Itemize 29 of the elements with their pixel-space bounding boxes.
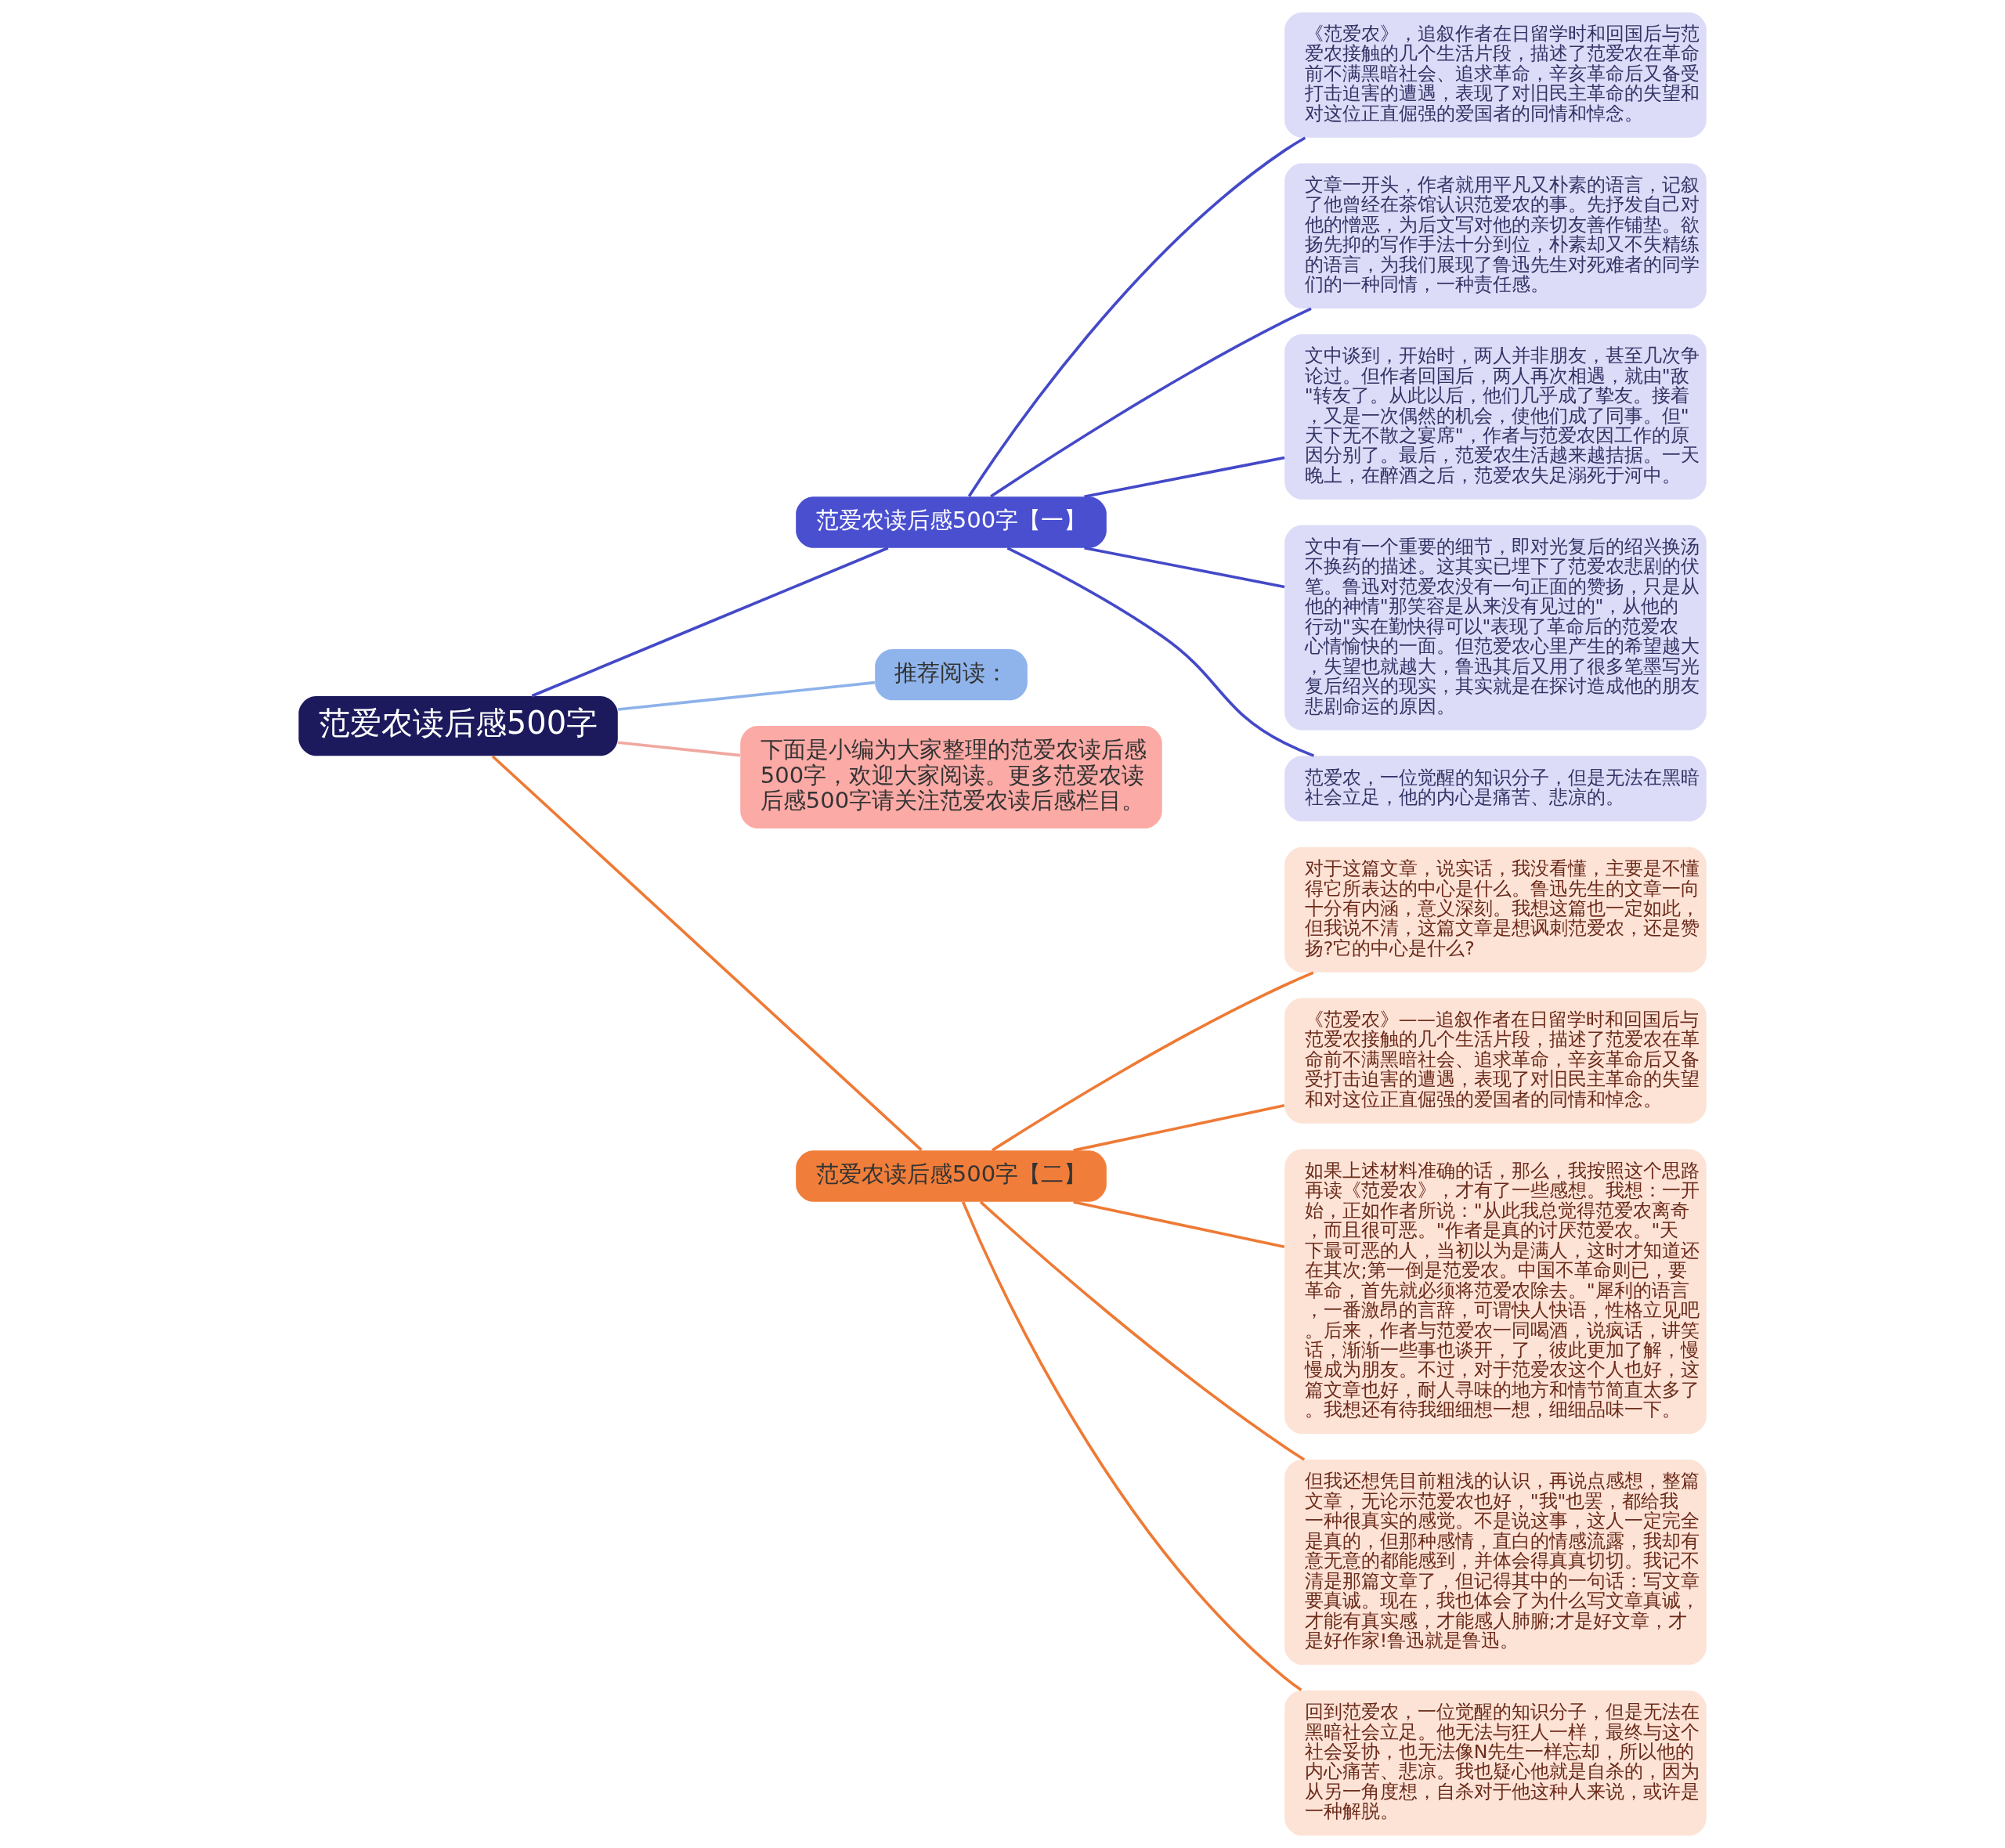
- connector: [618, 741, 741, 757]
- connector: [1006, 547, 1315, 757]
- connector: [992, 971, 1314, 1152]
- node-box: 《范爱农》——追叙作者在日留学时和回国后与范爱农接触的几个生活片段，描述了范爱农在革命前不满黑暗社会、追求革命，辛亥革命后又备受打击迫害的遭遇，表现了对旧民主革命的失望和对这位正直倔强的爱国者的同情和悼念。: [1284, 998, 1707, 1124]
- connector: [491, 755, 923, 1152]
- connector: [961, 1201, 1302, 1691]
- connector: [1073, 1200, 1285, 1249]
- node-box: 但我还想凭目前粗浅的认识，再说点感想，整篇文章，无论示范爱农也好，"我"也罢，都给我一种很真实的感觉。不是说这事，这人一定完全是真的，但那种感情，直白的情感流露，我却有意无意的都能感到，并体会得真真切切。我记不清是那篇文章了，但记得其中的一句话：写文章要真诚。现在，我也体会了为什么写文章真诚，才能有真实感，才能感人肺腑;才是好文章，才是好作家!鲁迅就是鲁迅。: [1284, 1460, 1707, 1665]
- connector: [967, 136, 1306, 497]
- node-box: 下面是小编为大家整理的范爱农读后感500字，欢迎大家阅读。更多范爱农读后感500字请关注范爱农读后感栏目。: [740, 726, 1162, 829]
- node-box: 范爱农读后感500字【二】: [796, 1150, 1107, 1202]
- connector: [531, 547, 889, 698]
- node-box: 对于这篇文章，说实话，我没看懂，主要是不懂得它所表达的中心是什么。鲁迅先生的文章一向十分有内涵，意义深刻。我想这篇也一定如此，但我说不清，这篇文章是想讽刺范爱农，还是赞扬?它的中心是什么?: [1284, 846, 1707, 973]
- node-box: 文中谈到，开始时，两人并非朋友，甚至几次争论过。但作者回国后，两人再次相遇，就由"敌"转友了。从此以后，他们几乎成了挚友。接着，又是一次偶然的机会，使他们成了同事。但"天下无不散之宴席"，作者与范爱农因工作的原因分别了。最后，范爱农生活越来越拮据。一天晚上，在醉酒之后，范爱农失足溺死于河中。: [1284, 334, 1707, 500]
- node-box: 文章一开头，作者就用平凡又朴素的语言，记叙了他曾经在茶馆认识范爱农的事。先抒发自己对他的憎恶，为后文写对他的亲切友善作铺垫。欲扬先抑的写作手法十分到位，朴素却又不失精练的语言，为我们展现了鲁迅先生对死难者的同学们的一种同情，一种责任感。: [1284, 163, 1707, 309]
- node-box: 《范爱农》，追叙作者在日留学时和回国后与范爱农接触的几个生活片段，描述了范爱农在革命前不满黑暗社会、追求革命，辛亥革命后又备受打击迫害的遭遇，表现了对旧民主革命的失望和对这位正直倔强的爱国者的同情和悼念。: [1284, 12, 1707, 138]
- node-box: 范爱农，一位觉醒的知识分子，但是无法在黑暗社会立足，他的内心是痛苦、悲凉的。: [1284, 756, 1707, 821]
- node-box: 范爱农读后感500字: [298, 695, 618, 756]
- node-box: 如果上述材料准确的话，那么，我按照这个思路再读《范爱农》，才有了一些感想。我想：一开始，正如作者所说："从此我总觉得范爱农离奇，而且很可恶。"作者是真的讨厌范爱农。"天下最可恶的人，当初以为是满人，这时才知道还在其次;第一倒是范爱农。中国不革命则已，要革命，首先就必须将范爱农除去。"犀利的语言，一番激昂的言辞，可谓快人快语，性格立见吧。后来，作者与范爱农一同喝酒，说疯话，讲笑话，渐渐一些事也谈开，了，彼此更加了解，慢慢成为朋友。不过，对于范爱农这个人也好，这篇文章也好，耐人寻味的地方和情节简直太多了。我想还有待我细细想一想，细细品味一下。: [1284, 1149, 1707, 1435]
- connector: [990, 307, 1312, 498]
- connector: [618, 680, 876, 711]
- connector: [979, 1200, 1306, 1461]
- node-box: 范爱农读后感500字【一】: [796, 496, 1107, 548]
- connector: [1073, 1103, 1285, 1152]
- node-box: 推荐阅读：: [875, 648, 1028, 701]
- connector: [1084, 546, 1285, 589]
- node-box: 回到范爱农，一位觉醒的知识分子，但是无法在黑暗社会立足。他无法与狂人一样，最终与这个社会妥协，也无法像N先生一样忘却，所以他的内心痛苦、悲凉。我也疑心他就是自杀的，因为从另一角度想，自杀对于他这种人来说，或许是一种解脱。: [1284, 1690, 1707, 1836]
- connector: [1084, 456, 1285, 498]
- node-box: 文中有一个重要的细节，即对光复后的绍兴换汤不换药的描述。这其实已埋下了范爱农悲剧的伏笔。鲁迅对范爱农没有一句正面的赞扬，只是从他的神情"那笑容是从来没有见过的"，从他的行动"实在勤快得可以"表现了革命后的范爱农心情愉快的一面。但范爱农心里产生的希望越大，失望也就越大，鲁迅其后又用了很多笔墨写光复后绍兴的现实，其实就是在探讨造成他的朋友悲剧命运的原因。: [1284, 525, 1707, 731]
